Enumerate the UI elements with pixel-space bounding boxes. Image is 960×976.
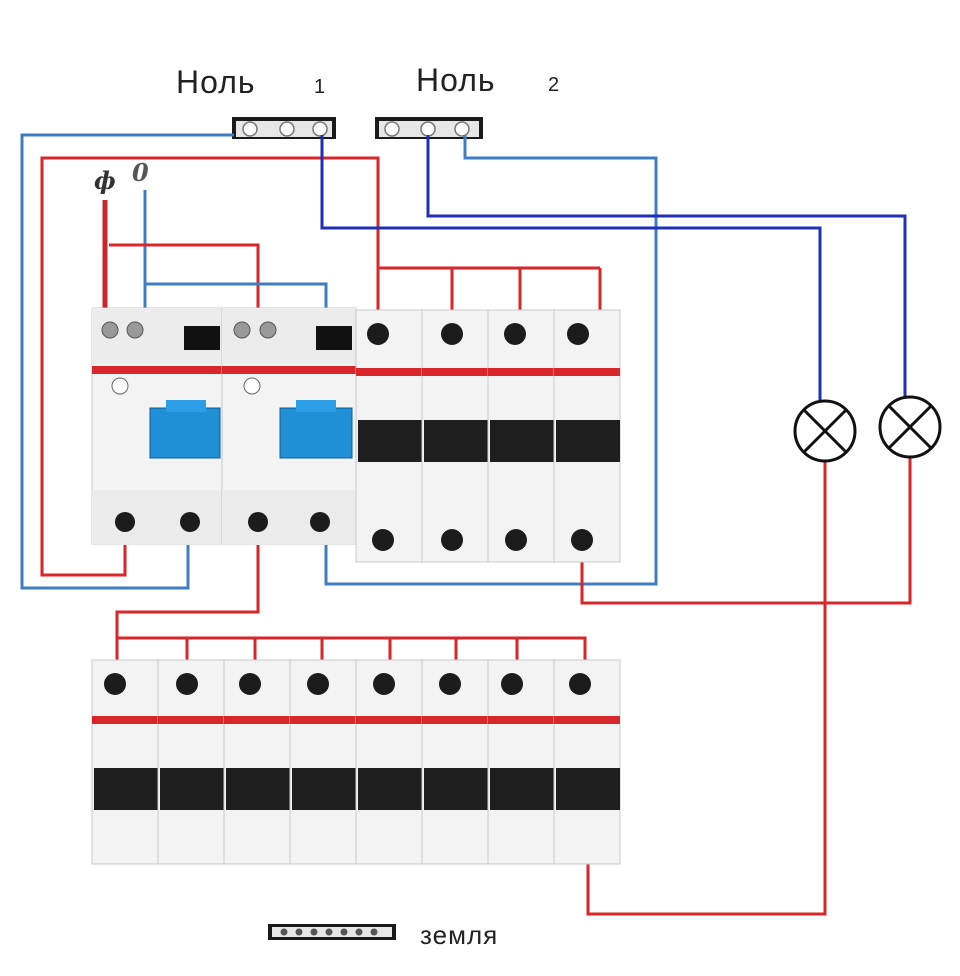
- lamp-1: [793, 399, 857, 463]
- bottom-breaker-6: [421, 659, 489, 865]
- neutral-2-label: Ноль: [416, 62, 496, 98]
- bottom-breaker-1: [91, 659, 159, 865]
- phase-label: ф: [94, 166, 116, 195]
- neutral-1-label: Ноль: [176, 64, 256, 100]
- lamp-2: [878, 395, 942, 459]
- bottom-breaker-4: [289, 659, 357, 865]
- lamp-phase-2: [580, 452, 912, 605]
- rcd-1: [91, 307, 223, 545]
- neutral-1-number: 1: [314, 76, 326, 98]
- top-breaker-1: [355, 309, 423, 563]
- earth-label: земля: [420, 920, 499, 950]
- neutral-wire-2: [324, 135, 658, 586]
- bottom-feed-wire: [115, 545, 260, 660]
- bottom-breaker-8: [553, 659, 621, 865]
- bottom-breaker-5: [355, 659, 423, 865]
- neutral-bus-top: [145, 282, 328, 318]
- earth-bar: [268, 924, 396, 940]
- top-breaker-4: [553, 309, 621, 563]
- lamp-neutral-2: [426, 135, 907, 402]
- lamp-neutral-1: [320, 135, 822, 408]
- phase-bus-top: [109, 243, 260, 318]
- top-breaker-3: [487, 309, 555, 563]
- bottom-breaker-2: [157, 659, 225, 865]
- bottom-breaker-7: [487, 659, 555, 865]
- neutral-wire-1: [20, 133, 234, 590]
- neutral-bar-1: [232, 117, 336, 139]
- top-breaker-2: [421, 309, 489, 563]
- rcd-2: [221, 307, 357, 545]
- bottom-breaker-3: [223, 659, 291, 865]
- bottom-breaker-comb: [117, 636, 587, 660]
- zero-label: 0: [132, 158, 149, 187]
- lamp-phase-1: [586, 458, 827, 916]
- neutral-2-number: 2: [548, 74, 560, 96]
- phase-wire-loop: [40, 156, 380, 577]
